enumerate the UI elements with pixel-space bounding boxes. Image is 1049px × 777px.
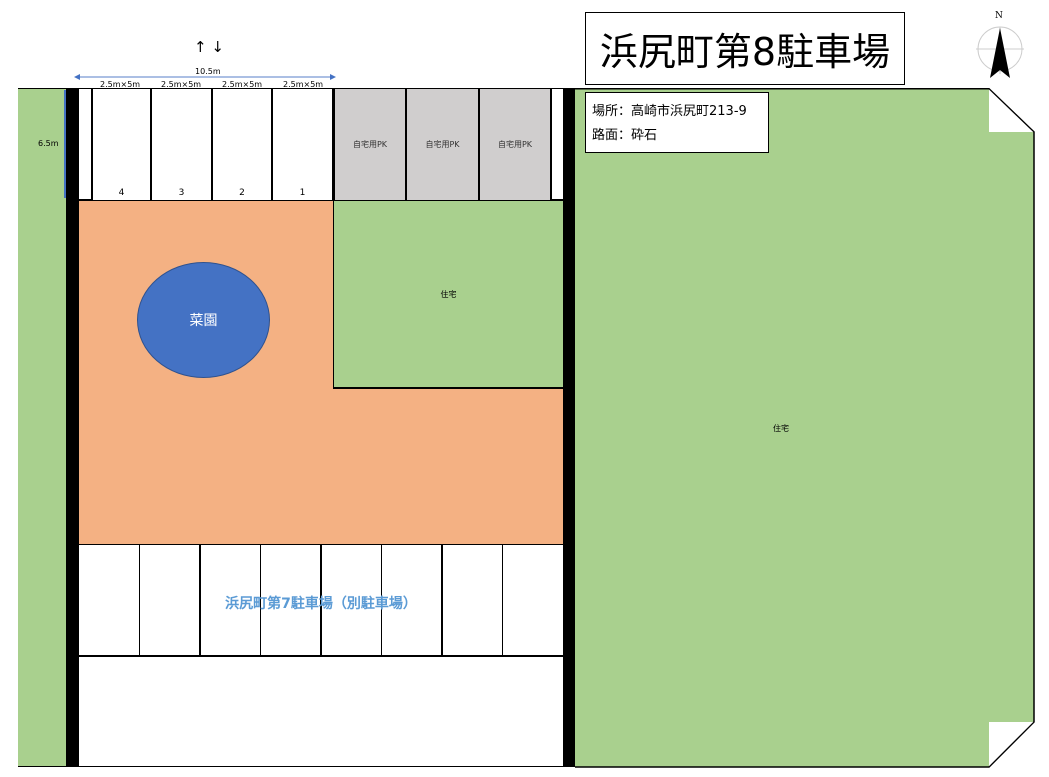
slot-size-label-1: 2.5m×5m [283,80,324,89]
north-compass-icon [976,26,1024,78]
garden-ellipse: 菜園 [137,262,270,378]
slot-size-label-3: 2.5m×5m [161,80,202,89]
other-slot [201,545,261,655]
bottom-driveway [79,657,563,767]
other-slot [79,545,140,655]
garden-label: 菜園 [189,313,218,329]
slot-1[interactable]: 1 [273,89,334,200]
house-large-label: 住宅 [773,424,789,433]
title-box: 浜尻町第8駐車場 [585,12,905,85]
private-parking-1: 自宅用PK [334,89,407,200]
house-small: 住宅 [333,201,563,389]
slot-size-label-2: 2.5m×5m [222,80,263,89]
other-lot-label: 浜尻町第7駐車場（別駐車場） [225,596,417,612]
slot-4[interactable]: 4 [91,89,152,200]
location-text: 場所：高崎市浜尻町213-9 [592,104,747,119]
info-box: 場所：高崎市浜尻町213-9 路面：砕石 [585,92,769,153]
house-small-label: 住宅 [440,289,457,299]
other-slot [443,545,503,655]
private-parking-3: 自宅用PK [480,89,552,200]
depth-dimension-label: 6.5m [38,139,59,148]
other-slot [382,545,443,655]
top-parking-row: 4 3 2 1 自宅用PK 自宅用PK 自宅用PK [79,88,563,201]
other-slot [322,545,382,655]
width-dimension-line [74,74,336,80]
depth-dimension-line [64,90,66,198]
left-green-strip [18,88,66,767]
left-wall [66,88,79,767]
width-dimension-label: 10.5m [195,67,221,76]
slot-3[interactable]: 3 [152,89,213,200]
direction-arrows: ↑ ↓ [194,38,224,56]
house-large-shape [575,88,1035,768]
compass-label: N [995,11,1003,21]
other-parking-row: 浜尻町第7駐車場（別駐車場） [79,544,563,657]
slot-2[interactable]: 2 [213,89,273,200]
slot-size-label-4: 2.5m×5m [100,80,141,89]
page-title: 浜尻町第8駐車場 [599,30,891,74]
surface-text: 路面：砕石 [592,128,658,143]
other-slot [140,545,201,655]
right-wall [563,88,575,767]
other-slot [261,545,322,655]
private-parking-2: 自宅用PK [407,89,480,200]
